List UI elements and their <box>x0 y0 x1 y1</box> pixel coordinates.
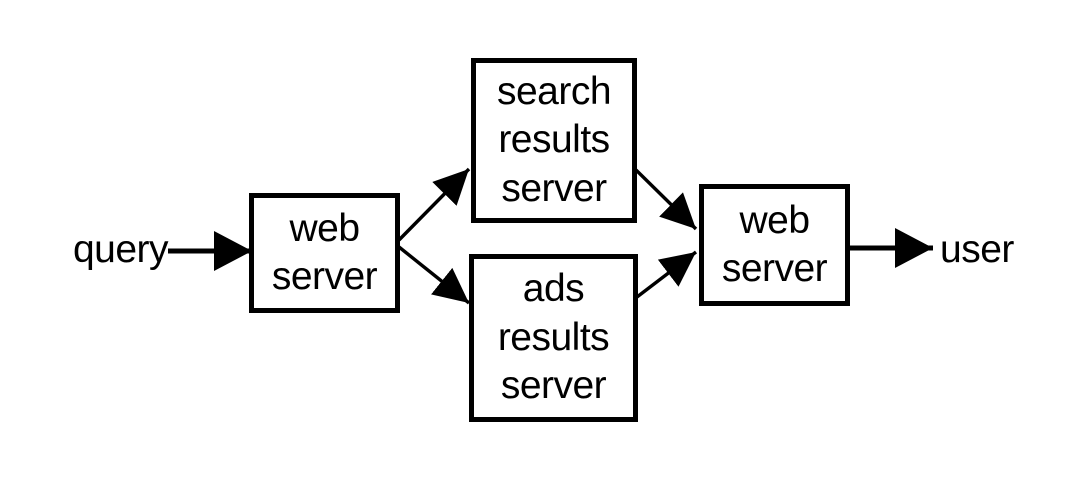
node-front-web-server: web server <box>249 193 400 313</box>
node-search-results-server: search results server <box>471 58 637 223</box>
user-label: user <box>940 228 1014 271</box>
node-front-web-server-label: web server <box>271 206 378 298</box>
query-label: query <box>72 228 169 271</box>
arrow-ads-results-to-back-web-server-icon <box>635 250 698 299</box>
arrow-search-results-to-back-web-server-icon <box>634 168 698 231</box>
node-ads-results-server: ads results server <box>469 254 638 422</box>
node-back-web-server-label: web server <box>721 198 828 290</box>
node-search-results-server-label: search results server <box>496 69 612 210</box>
node-back-web-server: web server <box>699 184 850 306</box>
arrow-front-web-server-to-search-results-icon <box>397 167 471 242</box>
arrow-front-web-server-to-ads-results-icon <box>397 245 471 305</box>
node-ads-results-server-label: ads results server <box>497 267 610 408</box>
